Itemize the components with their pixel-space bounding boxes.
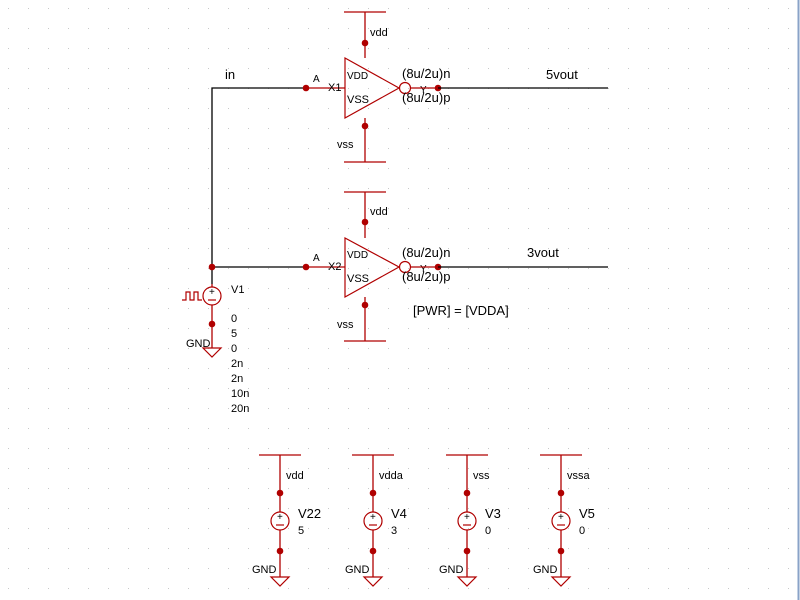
net-label-in: in [225, 67, 235, 82]
supply-top-dot [369, 489, 377, 497]
x2-vss-net: vss [337, 319, 354, 331]
in-wire[interactable] [211, 87, 306, 268]
supply-bottom-dot [557, 547, 565, 555]
supply-value: 3 [391, 525, 397, 537]
gnd-symbol [269, 576, 291, 587]
v1-param-1: 5 [231, 328, 237, 340]
v1-gnd-label: GND [186, 338, 211, 350]
supply-gnd-label: GND [345, 564, 370, 576]
x2-vdd-dot [361, 218, 369, 226]
gnd-symbol [362, 576, 384, 587]
supply-plus: + [370, 512, 376, 523]
x2-pin-a: A [313, 253, 320, 264]
x2-n-size: (8u/2u)n [402, 245, 450, 260]
x1-ref: X1 [328, 82, 341, 94]
x1-pin-vss: VSS [347, 94, 369, 106]
supply-net: vssa [567, 470, 591, 482]
gnd-symbol [456, 576, 478, 587]
v1-param-3: 2n [231, 358, 243, 370]
x2-vdd-net: vdd [370, 206, 388, 218]
net-label-5vout: 5vout [546, 67, 578, 82]
supply-net: vdda [379, 470, 404, 482]
supply-v22[interactable]: + vdd V22 5 GND [252, 454, 321, 587]
net-label-3vout: 3vout [527, 245, 559, 260]
v1-gnd-symbol [201, 347, 223, 358]
x2-input-dot [302, 263, 310, 271]
supply-top-dot [557, 489, 565, 497]
x1-input-dot [302, 84, 310, 92]
v1-param-4: 2n [231, 373, 243, 385]
x1-pin-a: A [313, 74, 320, 85]
inverter-x1[interactable]: vdd vss A VDD VSS X1 Y (8u/2u)n (8u/2u)p [302, 11, 451, 163]
supply-ref: V22 [298, 506, 321, 521]
supply-top-dot [463, 489, 471, 497]
supply-value: 5 [298, 525, 304, 537]
x2-pin-vss: VSS [347, 273, 369, 285]
supply-net: vss [473, 470, 490, 482]
pulse-icon [182, 291, 202, 301]
supply-gnd-label: GND [439, 564, 464, 576]
supply-bottom-dot [463, 547, 471, 555]
x1-triangle [344, 56, 401, 120]
supply-bottom-dot [369, 547, 377, 555]
x1-n-size: (8u/2u)n [402, 66, 450, 81]
x2-pin-y: Y [420, 264, 427, 275]
v1-param-2: 0 [231, 343, 237, 355]
supply-gnd-label: GND [252, 564, 277, 576]
v1-param-5: 10n [231, 388, 249, 400]
supply-value: 0 [579, 525, 585, 537]
supply-v3[interactable]: + vss V3 0 GND [439, 454, 501, 587]
gnd-symbol [550, 576, 572, 587]
v1-param-0: 0 [231, 313, 237, 325]
x2-vss-dot [361, 301, 369, 309]
x1-pin-vdd: VDD [347, 71, 368, 82]
supply-bottom-dot [276, 547, 284, 555]
v1-bottom-dot [208, 320, 216, 328]
x2-pin-vdd: VDD [347, 250, 368, 261]
pwr-annotation: [PWR] = [VDDA] [413, 303, 509, 318]
v1-ref: V1 [231, 284, 244, 296]
supply-value: 0 [485, 525, 491, 537]
supply-v4[interactable]: + vdda V4 3 GND [345, 454, 407, 587]
x2-ref: X2 [328, 261, 341, 273]
x1-pin-y: Y [420, 85, 427, 96]
v1-param-6: 20n [231, 403, 249, 415]
supply-plus: + [277, 512, 283, 523]
x2-p-size: (8u/2u)p [402, 269, 450, 284]
supply-plus: + [558, 512, 564, 523]
x2-bubble [398, 260, 412, 274]
pulse-source-v1[interactable]: + GND V1 0 5 0 2n 2n 10n 20n [182, 284, 249, 415]
x1-vss-dot [361, 122, 369, 130]
supply-ref: V4 [391, 506, 407, 521]
supply-net: vdd [286, 470, 304, 482]
x2-triangle [344, 236, 401, 299]
x1-vdd-dot [361, 39, 369, 47]
x1-p-size: (8u/2u)p [402, 90, 450, 105]
supply-plus: + [464, 512, 470, 523]
inverter-x2[interactable]: vdd vss A VDD VSS X2 Y (8u/2u)n (8u/2u)p [302, 191, 451, 342]
v1-plus: + [209, 287, 215, 298]
supply-ref: V5 [579, 506, 595, 521]
supply-ref: V3 [485, 506, 501, 521]
supply-v5[interactable]: + vssa V5 0 GND [533, 454, 595, 587]
x1-vdd-net: vdd [370, 27, 388, 39]
in-junction [208, 263, 216, 271]
x1-bubble [398, 81, 412, 95]
input-net[interactable]: in [208, 67, 306, 284]
x1-vss-net: vss [337, 139, 354, 151]
supply-top-dot [276, 489, 284, 497]
supply-gnd-label: GND [533, 564, 558, 576]
